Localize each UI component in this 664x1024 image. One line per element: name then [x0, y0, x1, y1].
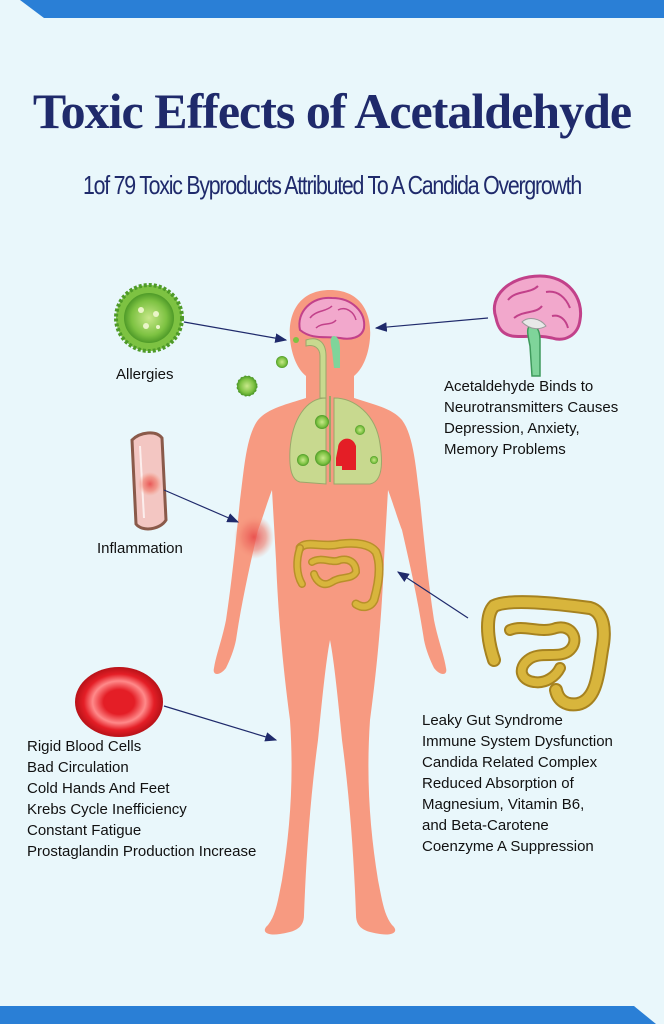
- allergies-label: Allergies: [116, 366, 174, 383]
- list-item: Acetaldehyde Binds to: [444, 378, 594, 395]
- list-item: Memory Problems: [444, 441, 566, 458]
- list-item: Depression, Anxiety,: [444, 420, 580, 437]
- inflammation-spot: [234, 515, 274, 559]
- top-band: [20, 0, 664, 18]
- list-item: Prostaglandin Production Increase: [27, 843, 257, 860]
- virus-icon: [276, 356, 288, 368]
- virus-icon: [236, 375, 258, 397]
- blood-vessel-icon: [130, 431, 168, 531]
- bottom-band: [0, 1006, 656, 1024]
- list-item: Bad Circulation: [27, 759, 129, 776]
- list-item: Constant Fatigue: [27, 822, 142, 839]
- inflammation-label: Inflammation: [97, 540, 183, 557]
- allergies-arrow: [183, 321, 288, 343]
- intestine-icon: [293, 538, 384, 612]
- heart-icon: [336, 438, 356, 470]
- virus-icon: [114, 283, 184, 353]
- list-item: Candida Related Complex: [422, 754, 598, 771]
- inflammation-arrow: [163, 489, 240, 523]
- list-item: Coenzyme A Suppression: [422, 838, 594, 855]
- virus-icon: [293, 337, 299, 343]
- list-item: Magnesium, Vitamin B6,: [422, 796, 585, 813]
- blood-effects-list: Rigid Blood Cells Bad Circulation Cold H…: [27, 736, 256, 862]
- list-item: Reduced Absorption of: [422, 775, 574, 792]
- page-title: Toxic Effects of Acetaldehyde: [32, 83, 632, 139]
- brain-icon: [298, 296, 366, 368]
- list-item: Immune System Dysfunction: [422, 733, 613, 750]
- red-blood-cell-icon: [75, 667, 163, 737]
- intestine-icon: [481, 595, 611, 712]
- list-item: Rigid Blood Cells: [27, 738, 142, 755]
- human-body-icon: [213, 290, 447, 935]
- list-item: Cold Hands And Feet: [27, 780, 170, 797]
- gut-arrow: [396, 571, 469, 619]
- list-item: Krebs Cycle Inefficiency: [27, 801, 187, 818]
- page-subtitle: 1of 79 Toxic Byproducts Attributed To A …: [83, 170, 582, 200]
- airway: [305, 338, 327, 399]
- brain-arrow: [374, 317, 489, 332]
- list-item: Neurotransmitters Causes: [444, 399, 619, 416]
- brain-effects-list: Acetaldehyde Binds to Neurotransmitters …: [444, 376, 618, 460]
- brain-icon: [492, 274, 583, 377]
- list-item: Leaky Gut Syndrome: [422, 712, 563, 729]
- gut-effects-list: Leaky Gut Syndrome Immune System Dysfunc…: [422, 710, 613, 857]
- blood-arrow: [163, 705, 278, 742]
- list-item: and Beta-Carotene: [422, 817, 549, 834]
